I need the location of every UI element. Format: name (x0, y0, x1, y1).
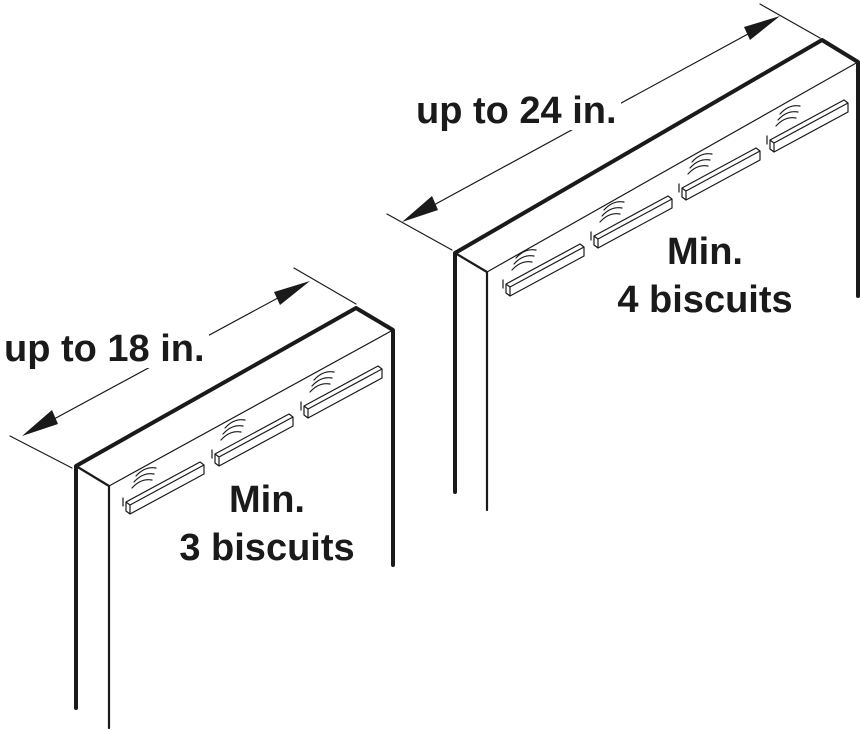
large-panel-top-back-edge (486, 61, 859, 273)
large-extension-line-left (386, 213, 453, 251)
small-extension-line-left (9, 435, 73, 469)
large-biscuit (678, 147, 761, 201)
large-biscuit-note: Min. 4 biscuits (598, 228, 812, 324)
large-panel-front-edge (453, 38, 860, 494)
large-min-line: Min. (667, 231, 743, 273)
small-count-line: 3 biscuits (179, 527, 355, 569)
small-panel-front-edge (74, 306, 395, 710)
small-biscuit (300, 365, 383, 419)
small-biscuit-note: Min. 3 biscuits (162, 476, 372, 572)
large-biscuit (766, 99, 849, 153)
small-dimension-label: up to 18 in. (0, 330, 209, 368)
small-biscuit (122, 461, 205, 515)
small-panel-top-back-edge (108, 329, 394, 487)
small-panel-top-inner-edge (74, 464, 111, 730)
small-extension-line-right (293, 267, 357, 305)
small-biscuits (122, 365, 383, 515)
small-biscuit (211, 413, 294, 467)
large-arrowhead-left (402, 196, 438, 222)
small-panel (9, 267, 395, 730)
large-count-line: 4 biscuits (617, 279, 793, 321)
large-biscuit (590, 195, 673, 249)
large-panel-top-inner-edge (453, 251, 489, 512)
small-arrowhead-right (274, 281, 310, 305)
large-biscuits (502, 99, 849, 297)
large-panel (386, 3, 860, 512)
large-biscuit (502, 243, 585, 297)
large-dimension-label: up to 24 in. (412, 92, 621, 130)
small-arrowhead-left (22, 410, 58, 436)
large-arrowhead-right (744, 16, 780, 40)
small-min-line: Min. (229, 479, 305, 521)
large-extension-line-right (759, 3, 821, 39)
